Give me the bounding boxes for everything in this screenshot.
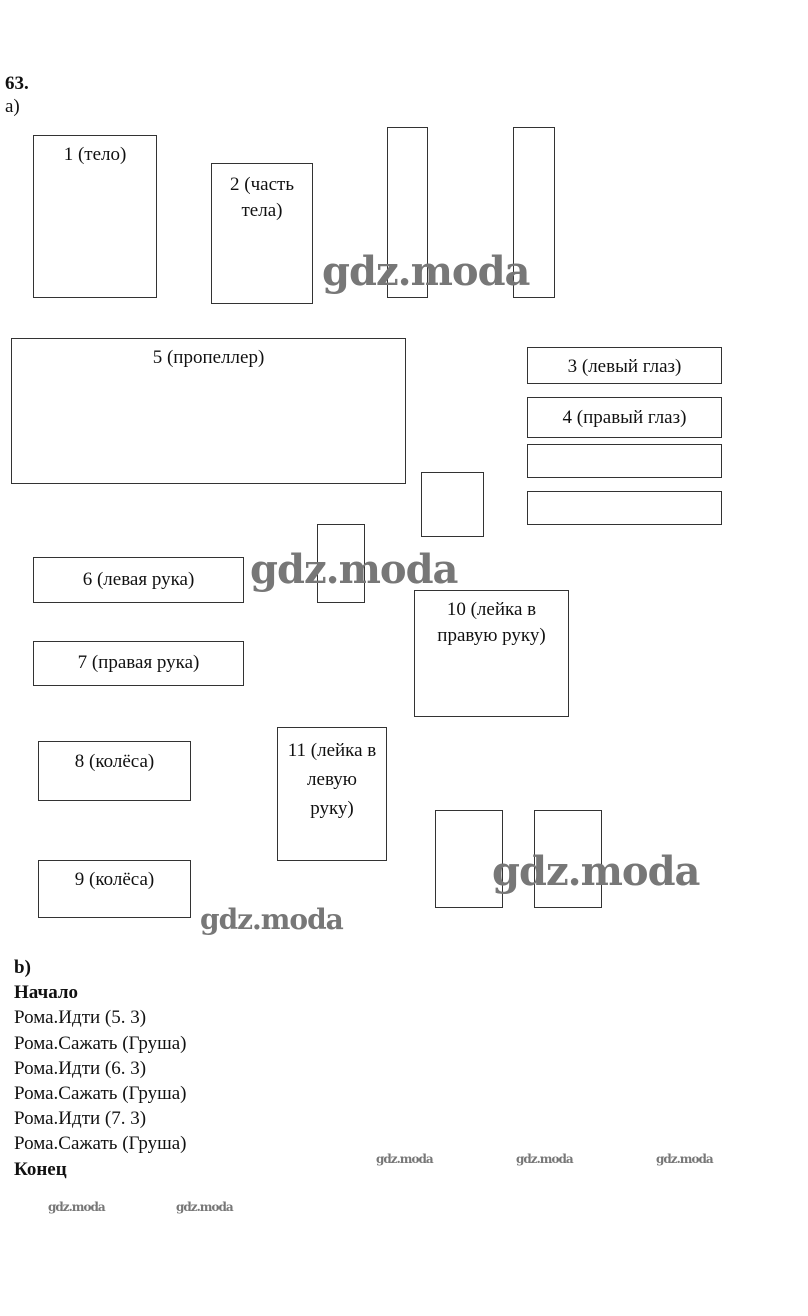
algorithm-line: Рома.Сажать (Груша) (14, 1133, 187, 1155)
watermark: gdz.moda (322, 248, 530, 295)
algorithm-line: Рома.Сажать (Груша) (14, 1032, 187, 1054)
box-7-right-arm: 7 (правая рука) (33, 641, 244, 686)
box-5-propeller: 5 (пропеллер) (11, 338, 406, 484)
algorithm-end: Конец (14, 1158, 67, 1180)
watermark: gdz.moda (176, 1200, 234, 1214)
box-empty (513, 127, 555, 298)
box-10-watering-can-right: 10 (лейка в правую руку) (414, 590, 569, 717)
box-empty (435, 810, 503, 908)
box-empty (317, 524, 365, 603)
algorithm-line: Рома.Сажать (Груша) (14, 1083, 187, 1105)
watermark: gdz.moda (376, 1152, 434, 1166)
box-8-wheels: 8 (колёса) (38, 741, 191, 801)
box-3-left-eye: 3 (левый глаз) (527, 347, 722, 384)
algorithm-line: Рома.Идти (7. 3) (14, 1108, 147, 1130)
part-a-label: a) (5, 96, 20, 117)
watermark: gdz.moda (492, 848, 700, 895)
problem-number: 63. (5, 73, 29, 94)
algorithm-start: Начало (14, 982, 79, 1004)
box-empty (387, 127, 428, 298)
box-2-body-part: 2 (часть тела) (211, 163, 313, 304)
part-b-algorithm: b) Начало Рома.Идти (5. 3) Рома.Сажать (… (14, 955, 186, 1182)
algorithm-line: Рома.Идти (5. 3) (14, 1007, 147, 1029)
watermark: gdz.moda (656, 1152, 714, 1166)
box-empty (534, 810, 602, 908)
watermark: gdz.moda (48, 1200, 106, 1214)
box-4-right-eye: 4 (правый глаз) (527, 397, 722, 438)
box-empty (527, 444, 722, 478)
box-empty (421, 472, 484, 537)
watermark: gdz.moda (200, 903, 344, 936)
part-b-label: b) (14, 957, 31, 978)
box-11-watering-can-left: 11 (лейка в левую руку) (277, 727, 387, 861)
box-empty (527, 491, 722, 525)
box-9-wheels: 9 (колёса) (38, 860, 191, 918)
watermark: gdz.moda (516, 1152, 574, 1166)
box-1-body: 1 (тело) (33, 135, 157, 298)
watermark: gdz.moda (250, 546, 458, 593)
algorithm-line: Рома.Идти (6. 3) (14, 1057, 147, 1079)
box-6-left-arm: 6 (левая рука) (33, 557, 244, 603)
